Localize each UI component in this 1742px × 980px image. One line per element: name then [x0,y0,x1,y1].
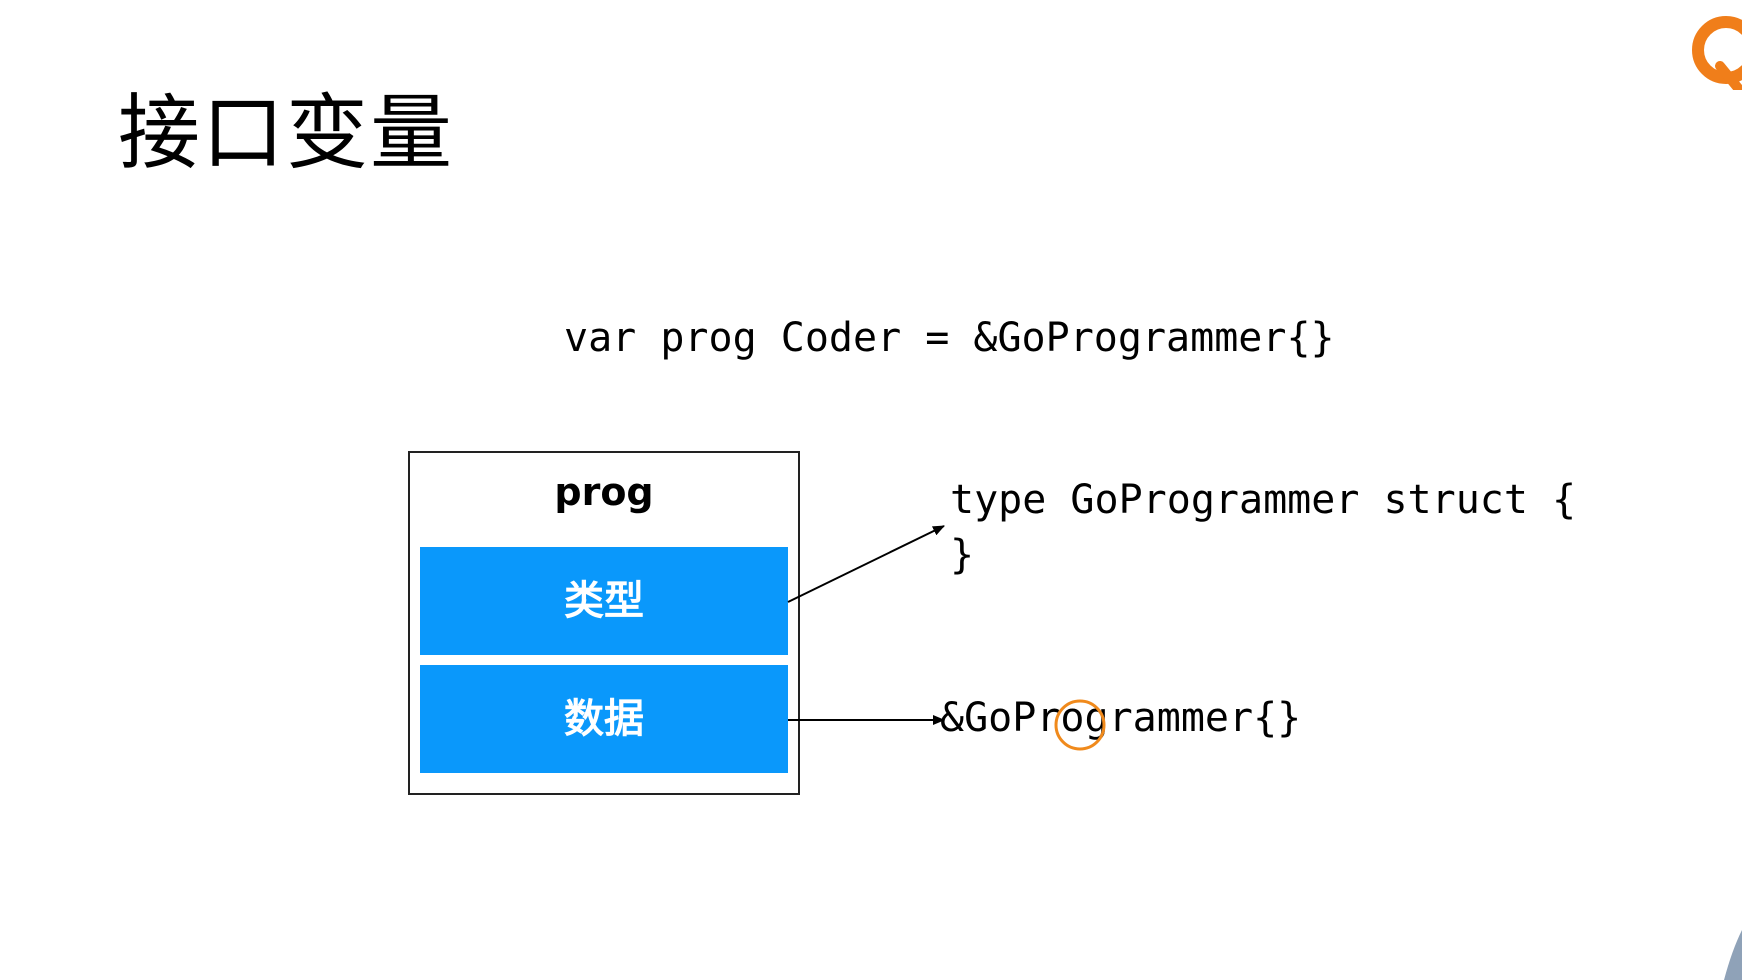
value-expression: &GoProgrammer{} [940,695,1302,741]
slide-title: 接口变量 [118,86,455,181]
data-cell: 数据 [420,665,788,773]
struct-definition-line-2: } [950,532,975,578]
corner-shape-icon [1718,930,1742,980]
brand-logo-icon [1690,14,1742,90]
type-to-struct-arrow [787,525,945,603]
type-cell: 类型 [420,547,788,655]
struct-definition-line-1: type GoProgrammer struct { [950,477,1577,523]
interface-variable-box: prog 类型 数据 [408,451,800,795]
interface-declaration: var prog Coder = &GoProgrammer{} [564,315,1335,361]
box-label: prog [554,470,654,514]
